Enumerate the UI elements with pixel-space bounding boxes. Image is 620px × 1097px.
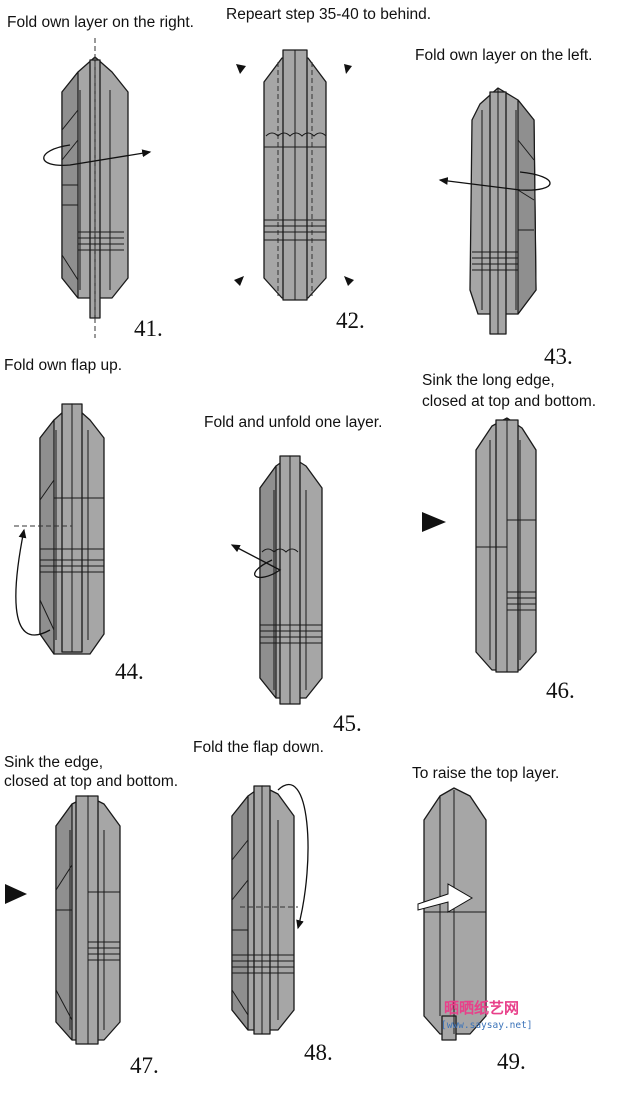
diagram-step-41 <box>43 38 152 338</box>
diagram-step-45 <box>230 455 323 705</box>
step-number-49: 49. <box>497 1049 526 1074</box>
caption-step-45: Fold and unfold one layer. <box>204 414 382 431</box>
step-number-42: 42. <box>336 308 365 333</box>
diagram-step-47 <box>5 795 121 1045</box>
caption-step-44: Fold own flap up. <box>4 357 122 374</box>
watermark-title: 晒晒纸艺网 <box>444 999 519 1017</box>
diagram-step-42 <box>234 49 354 301</box>
caption-step-49: To raise the top layer. <box>412 765 559 782</box>
caption-step-46-line2: closed at top and bottom. <box>422 393 596 410</box>
step-number-45: 45. <box>333 711 362 736</box>
caption-step-42: Repeart step 35-40 to behind. <box>226 6 431 23</box>
caption-step-47-line2: closed at top and bottom. <box>4 773 178 790</box>
step-number-48: 48. <box>304 1040 333 1065</box>
step-number-41: 41. <box>134 316 163 341</box>
caption-step-41: Fold own layer on the right. <box>7 14 194 31</box>
step-number-46: 46. <box>546 678 575 703</box>
step-number-43: 43. <box>544 344 573 369</box>
diagram-step-46 <box>422 417 537 673</box>
caption-step-47-line1: Sink the edge, <box>4 754 103 771</box>
caption-step-48: Fold the flap down. <box>193 739 324 756</box>
step-number-47: 47. <box>130 1053 159 1078</box>
step-number-44: 44. <box>115 659 144 684</box>
diagram-step-48 <box>231 783 309 1035</box>
diagram-step-49 <box>417 787 487 1041</box>
caption-step-43: Fold own layer on the left. <box>415 47 593 64</box>
watermark-url: [www.saysay.net] <box>441 1020 533 1031</box>
site-watermark: 晒晒纸艺网 [www.saysay.net] <box>441 999 533 1031</box>
diagram-step-44 <box>14 403 105 655</box>
caption-step-46-line1: Sink the long edge, <box>422 372 555 389</box>
diagram-step-43 <box>438 87 551 335</box>
